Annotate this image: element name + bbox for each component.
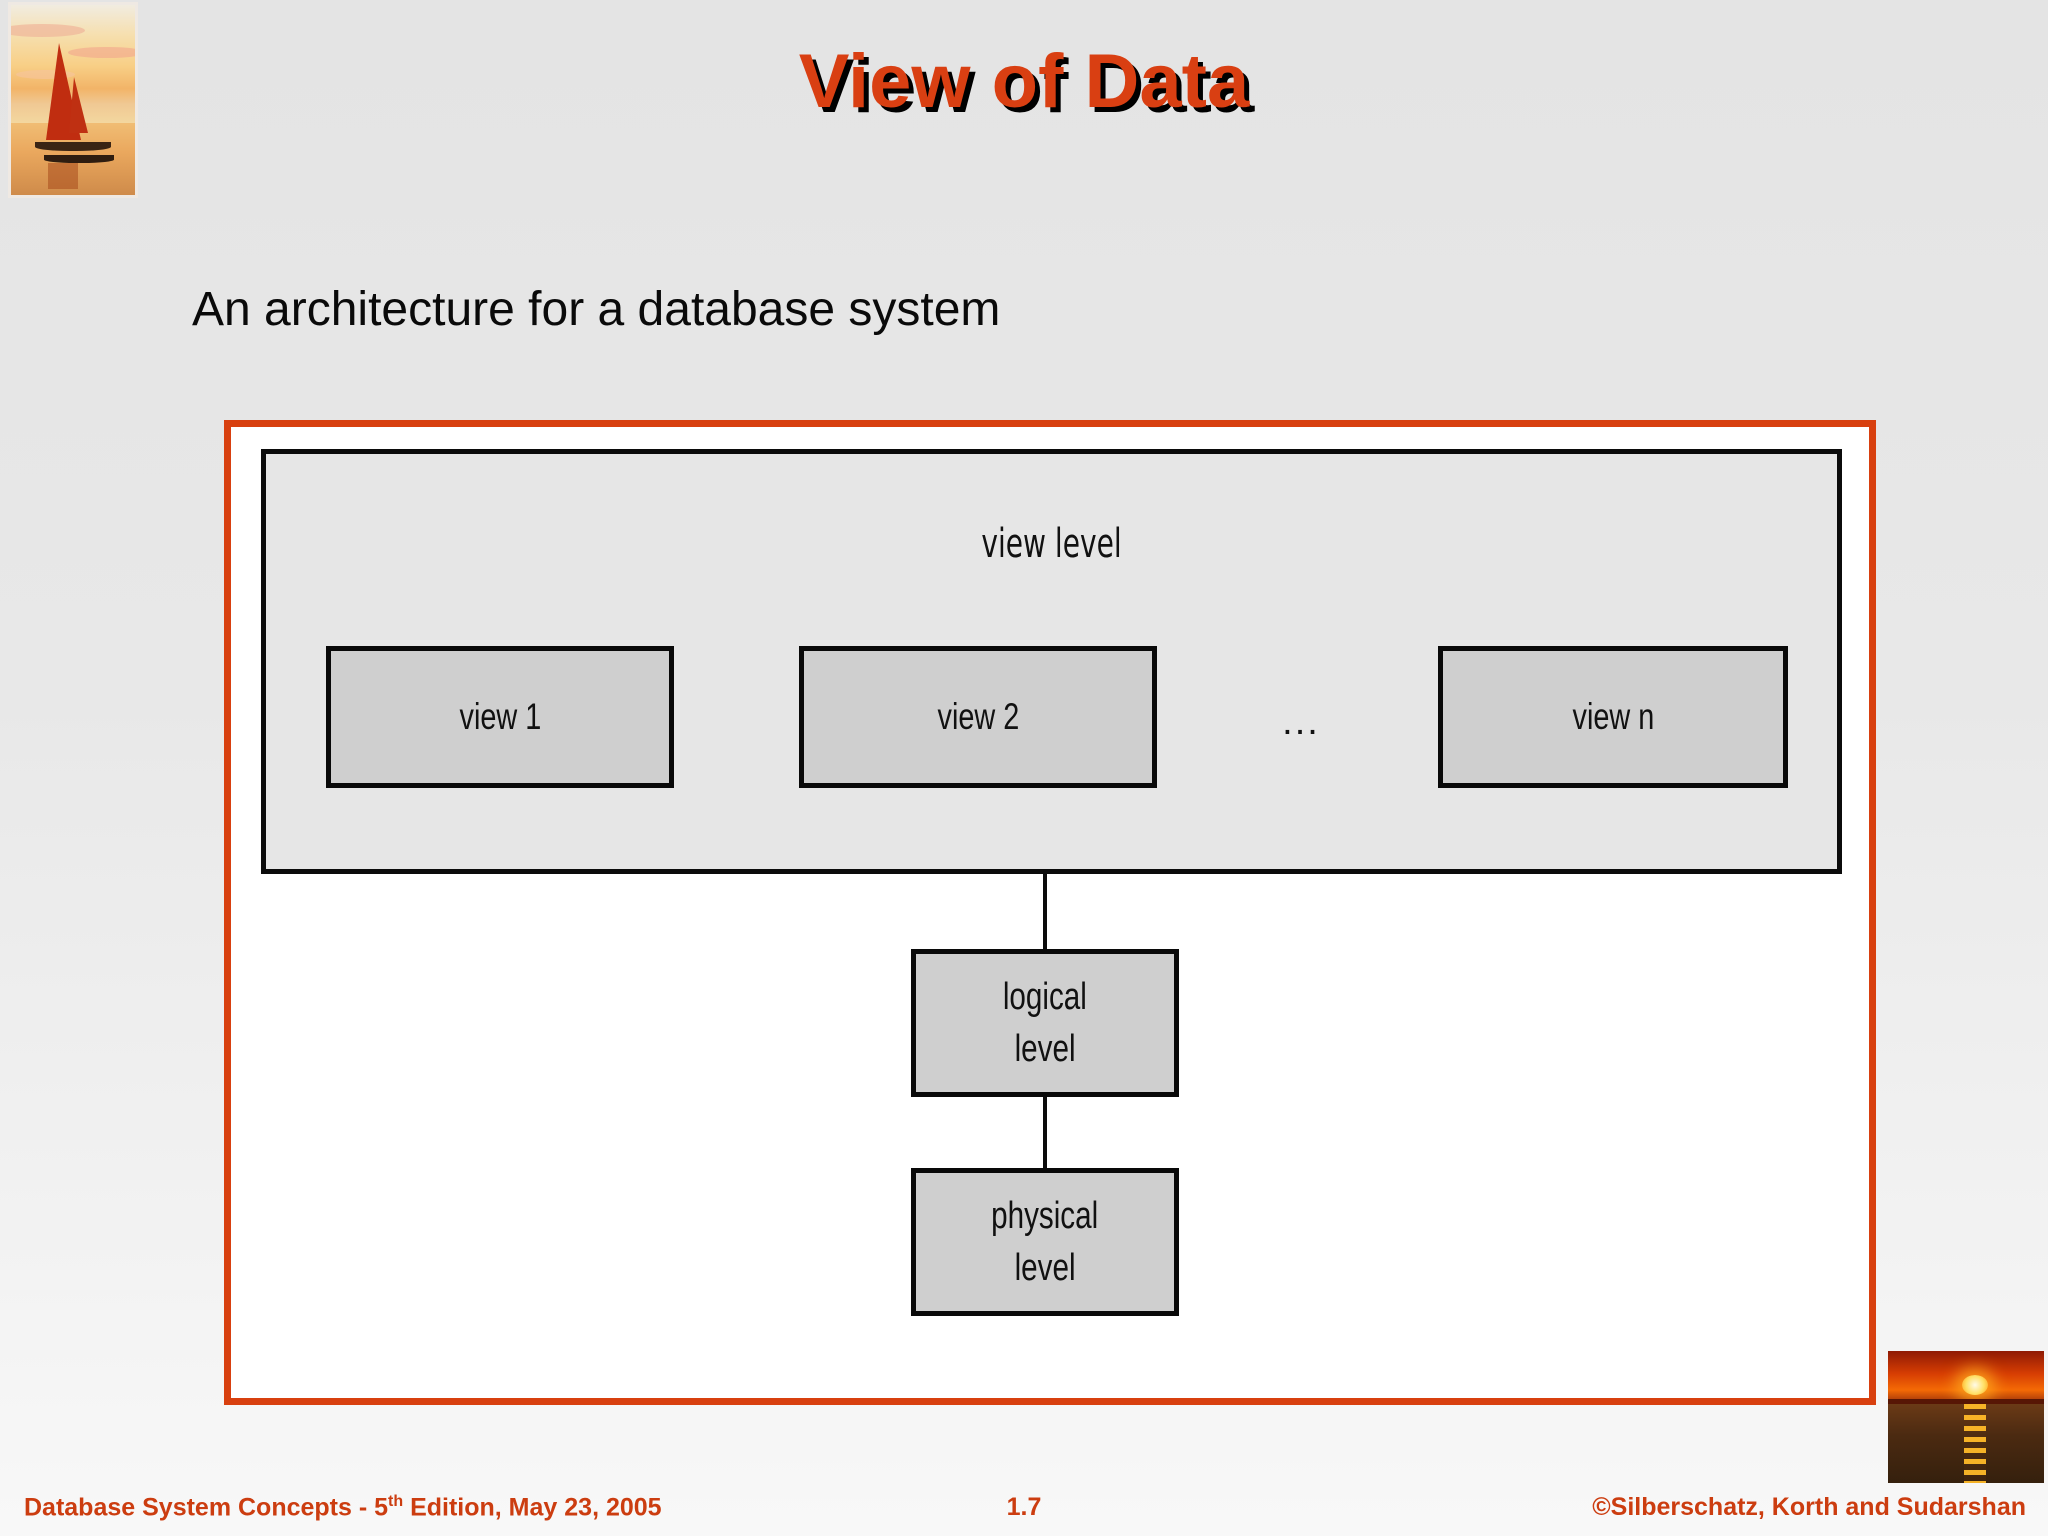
cloud-shape <box>15 69 76 80</box>
views-ellipsis: ... <box>1282 701 1320 743</box>
connector-view-to-logical <box>1043 874 1047 953</box>
cloud-shape <box>68 46 135 59</box>
logical-level-label-line2: level <box>1014 1028 1076 1070</box>
view-2-label: view 2 <box>937 696 1019 737</box>
view-level-label: view level <box>439 521 1664 567</box>
hull-shape <box>34 141 112 152</box>
view-level-panel: view level view 1 view 2 ... view n <box>261 449 1842 874</box>
footer-page-number: 1.7 <box>1006 1493 1042 1521</box>
logical-level-label-line1: logical <box>1002 975 1088 1018</box>
sun-glint-shape <box>1964 1403 1987 1483</box>
sailboat-image-inner <box>11 5 135 195</box>
view-n-label: view n <box>1572 696 1654 737</box>
view-2-box: view 2 <box>799 646 1157 788</box>
view-level-label-text: view level <box>981 521 1122 567</box>
physical-level-box: physical level <box>911 1168 1179 1316</box>
sailboat-sunset-image <box>8 2 138 198</box>
jib-sail-shape <box>69 77 89 134</box>
view-n-box: view n <box>1438 646 1788 788</box>
footer-copyright: ©Silberschatz, Korth and Sudarshan <box>1592 1493 2026 1521</box>
logical-level-box: logical level <box>911 949 1179 1097</box>
sail-reflection-shape <box>48 162 78 190</box>
connector-logical-to-physical <box>1043 1097 1047 1172</box>
view-1-label: view 1 <box>459 696 541 737</box>
footer-edition-prefix: Database System Concepts - 5 <box>24 1493 389 1521</box>
slide-title: View of Data <box>798 39 1250 124</box>
sky-shape <box>1888 1351 2044 1402</box>
hull-shape <box>44 155 114 163</box>
sunset-over-water-image <box>1888 1351 2044 1483</box>
sun-shape <box>1962 1374 1989 1395</box>
physical-level-label-line1: physical <box>991 1194 1099 1237</box>
horizon-line-shape <box>1888 1398 2044 1404</box>
cloud-shape <box>11 24 86 38</box>
architecture-diagram-frame: view level view 1 view 2 ... view n logi… <box>224 420 1876 1405</box>
slide-subtitle: An architecture for a database system <box>192 283 1001 336</box>
footer-edition-suffix: Edition, May 23, 2005 <box>403 1493 662 1521</box>
physical-level-label-line2: level <box>1014 1247 1076 1289</box>
view-1-box: view 1 <box>326 646 674 788</box>
footer-edition-text: Database System Concepts - 5th Edition, … <box>24 1493 662 1522</box>
footer-edition-ordinal: th <box>388 1492 404 1510</box>
